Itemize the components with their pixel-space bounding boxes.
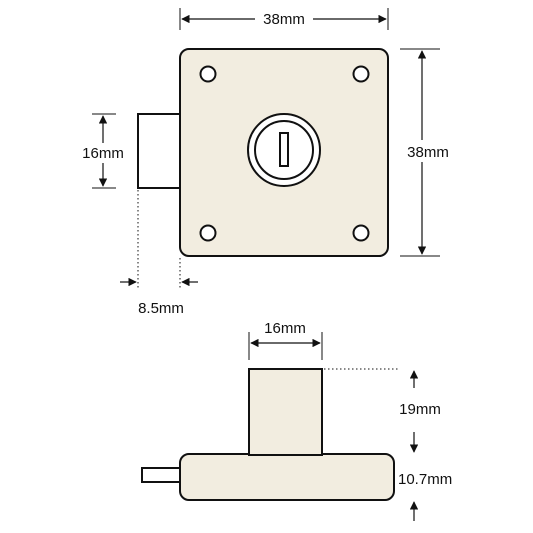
plate-height-label: 38mm [407,144,449,161]
side-key-cylinder [248,368,323,456]
plate-height-label-bg [397,140,459,162]
key-slot [279,132,289,167]
screw-hole-top-right [352,65,370,83]
screw-hole-top-left [199,65,217,83]
cylinder-width-label: 16mm [264,320,306,337]
side-bolt-stub [141,467,183,483]
cylinder-width-label-bg [258,318,312,336]
side-view: 16mm 19mm 10.7mm [141,318,452,521]
plate-width-label: 38mm [263,11,305,28]
side-lock-body [179,453,395,501]
bolt-height-label-bg [74,143,134,163]
bolt [137,113,183,189]
plate-width-label-bg [255,9,313,29]
front-view: 38mm 38mm 16mm 8.5mm [74,8,459,317]
screw-hole-bottom-left [199,224,217,242]
screw-hole-bottom-right [352,224,370,242]
cylinder-height-label: 19mm [399,401,441,418]
body-thickness-label: 10.7mm [398,471,452,488]
bolt-offset-label: 8.5mm [138,300,184,317]
bolt-height-label: 16mm [82,145,124,162]
